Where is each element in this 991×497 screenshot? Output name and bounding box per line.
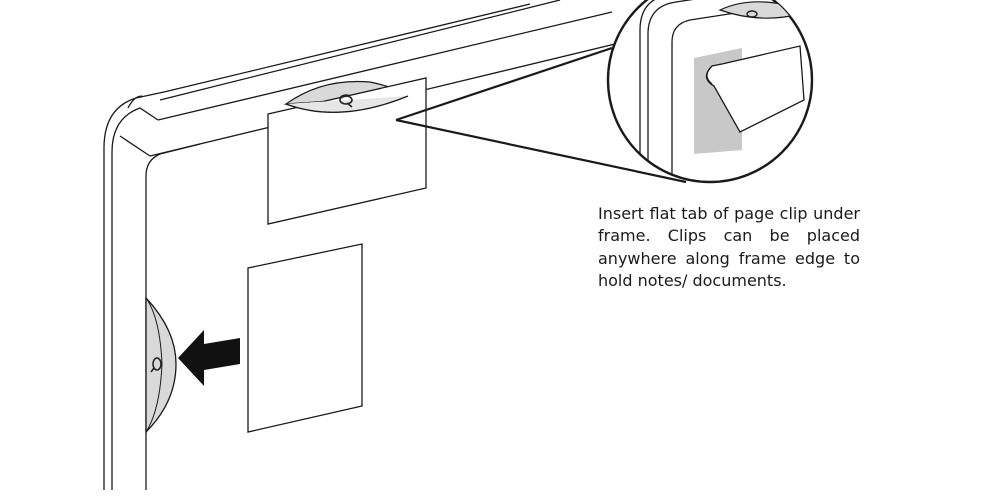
callout-pointer — [395, 46, 687, 184]
instruction-caption: Insert flat tab of page clip under frame… — [598, 204, 860, 291]
whiteboard-frame — [103, 0, 641, 490]
paper-being-inserted — [247, 243, 363, 433]
zoom-detail-circle — [606, 0, 814, 184]
left-clip-q-logo — [150, 357, 162, 373]
paper-under-top-clip — [267, 77, 427, 225]
insert-direction-arrow — [178, 330, 240, 386]
left-page-clip — [145, 296, 177, 434]
